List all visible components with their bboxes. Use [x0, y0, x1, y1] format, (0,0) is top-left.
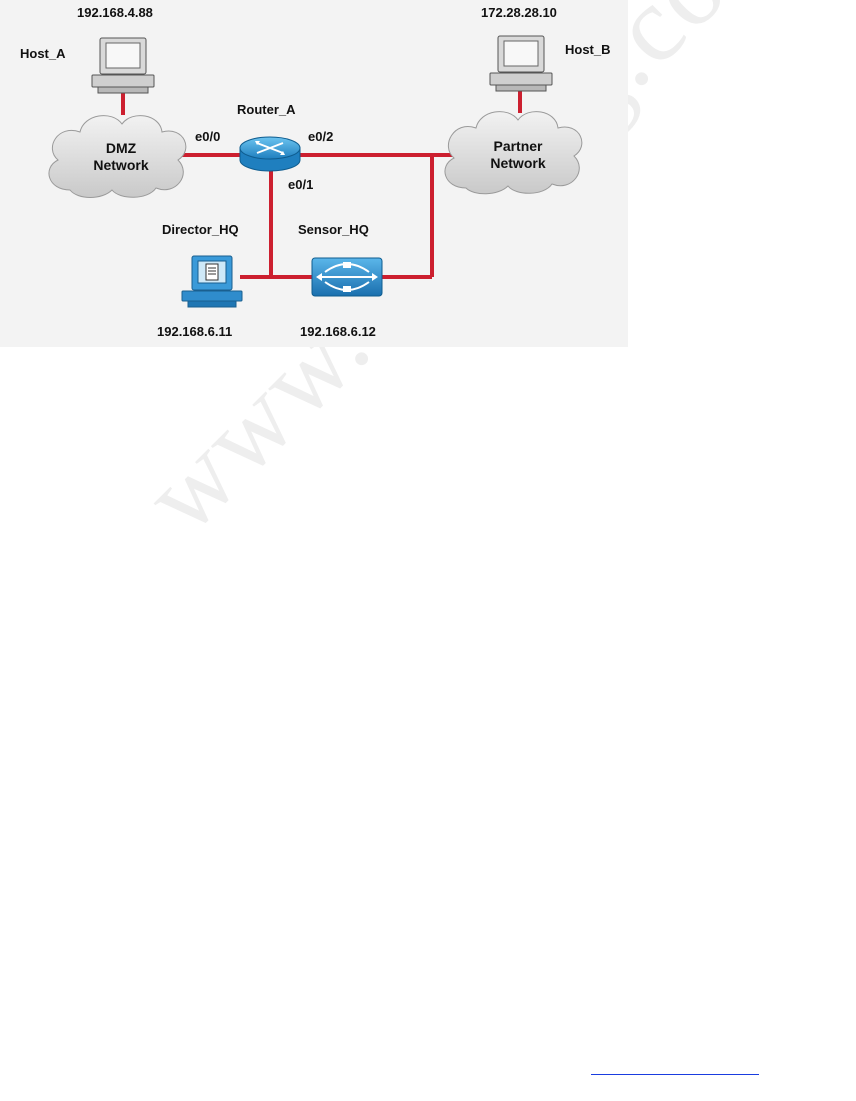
router-label: Router_A [237, 102, 296, 117]
director-label: Director_HQ [162, 222, 239, 237]
host-b-label: Host_B [565, 42, 611, 57]
network-diagram: 192.168.4.88 Host_A 172.28.28.10 Host_B … [0, 0, 628, 347]
director-computer-icon [181, 255, 243, 308]
host-b-ip: 172.28.28.10 [481, 5, 557, 20]
dmz-network-label: DMZ Network [80, 140, 162, 174]
link-lines [121, 90, 522, 279]
link-underline[interactable] [591, 1074, 759, 1075]
sensor-icon [311, 257, 383, 297]
partner-line2: Network [490, 155, 546, 171]
dmz-cloud-icon [48, 115, 187, 198]
interface-e00-label: e0/0 [195, 129, 221, 144]
host-a-computer-icon [91, 37, 155, 94]
sensor-ip: 192.168.6.12 [300, 324, 376, 339]
dmz-line2: Network [93, 157, 149, 173]
interface-e02-label: e0/2 [308, 129, 334, 144]
interface-e01-label: e0/1 [288, 177, 314, 192]
host-a-ip: 192.168.4.88 [77, 5, 153, 20]
host-b-computer-icon [489, 35, 553, 92]
sensor-label: Sensor_HQ [298, 222, 369, 237]
partner-line1: Partner [493, 138, 543, 154]
partner-network-label: Partner Network [476, 138, 560, 172]
router-icon [239, 136, 301, 172]
dmz-line1: DMZ [105, 140, 137, 156]
host-a-label: Host_A [20, 46, 66, 61]
partner-cloud-icon [444, 111, 583, 195]
director-ip: 192.168.6.11 [157, 324, 233, 339]
